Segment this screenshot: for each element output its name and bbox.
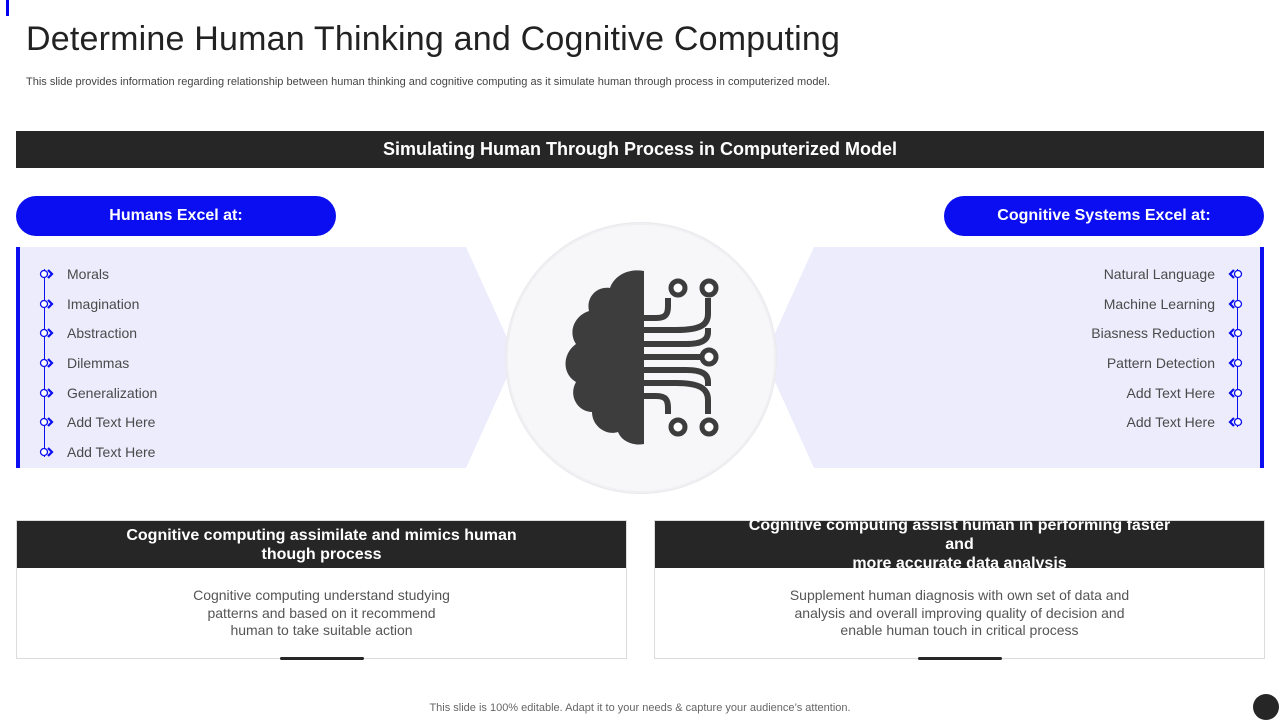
card-body-line: enable human touch in critical process bbox=[840, 622, 1079, 638]
cognitive-excel-heading: Cognitive Systems Excel at: bbox=[944, 196, 1264, 236]
list-item-label: Add Text Here bbox=[67, 414, 156, 431]
chevron-right-icon bbox=[38, 357, 60, 369]
list-item-label: Natural Language bbox=[1103, 265, 1215, 282]
list-item: Dilemmas bbox=[38, 348, 157, 378]
assimilate-card: Cognitive computing assimilate and mimic… bbox=[16, 520, 627, 660]
card-title: Cognitive computing assist human in perf… bbox=[655, 517, 1264, 572]
chevron-left-icon bbox=[1222, 416, 1244, 428]
page-subtitle: This slide provides information regardin… bbox=[26, 76, 831, 88]
card-body-line: Cognitive computing understand studying bbox=[193, 587, 450, 603]
card-title: Cognitive computing assimilate and mimic… bbox=[17, 521, 626, 568]
card-title-line: more accurate data analysis bbox=[852, 555, 1067, 572]
list-item: Machine Learning bbox=[1091, 289, 1244, 319]
list-item: Biasness Reduction bbox=[1091, 318, 1244, 348]
cognitive-list: Natural Language Machine Learning Biasne… bbox=[1091, 259, 1244, 437]
chevron-right-icon bbox=[38, 268, 60, 280]
card-title-line: Cognitive computing assist human in perf… bbox=[748, 517, 1171, 553]
list-item-label: Biasness Reduction bbox=[1091, 325, 1215, 342]
chevron-left-icon bbox=[1222, 387, 1244, 399]
chevron-right-icon bbox=[38, 327, 60, 339]
list-item-label: Add Text Here bbox=[1126, 414, 1215, 431]
corner-dot bbox=[1253, 694, 1279, 720]
card-underline bbox=[279, 657, 364, 660]
chevron-right-icon bbox=[38, 446, 60, 458]
list-item: Pattern Detection bbox=[1091, 348, 1244, 378]
list-item: Add Text Here bbox=[38, 407, 157, 437]
chevron-left-icon bbox=[1222, 327, 1244, 339]
page-title: Determine Human Thinking and Cognitive C… bbox=[26, 20, 841, 58]
card-title-line: Cognitive computing assimilate and mimic… bbox=[126, 526, 517, 544]
list-item: Add Text Here bbox=[1091, 378, 1244, 408]
chevron-left-icon bbox=[1222, 298, 1244, 310]
list-item: Abstraction bbox=[38, 318, 157, 348]
list-item-label: Morals bbox=[67, 265, 110, 282]
list-item-label: Pattern Detection bbox=[1106, 354, 1215, 371]
chevron-left-icon bbox=[1222, 357, 1244, 369]
cognitive-panel bbox=[764, 247, 1264, 468]
assist-card: Cognitive computing assist human in perf… bbox=[654, 517, 1265, 660]
card-body-line: analysis and overall improving quality o… bbox=[794, 604, 1125, 621]
card-body-line: Supplement human diagnosis with own set … bbox=[789, 587, 1130, 603]
list-item-label: Imagination bbox=[67, 295, 140, 312]
list-item: Natural Language bbox=[1091, 259, 1244, 289]
list-item: Add Text Here bbox=[38, 437, 157, 467]
list-item-label: Add Text Here bbox=[1126, 384, 1215, 401]
chevron-right-icon bbox=[38, 387, 60, 399]
card-title-line: though process bbox=[261, 545, 382, 563]
chevron-left-icon bbox=[1222, 268, 1244, 280]
list-item-label: Abstraction bbox=[67, 325, 138, 342]
list-item-label: Machine Learning bbox=[1103, 295, 1215, 312]
chevron-right-icon bbox=[38, 298, 60, 310]
card-underline bbox=[917, 657, 1002, 660]
accent-mark bbox=[6, 0, 9, 16]
list-item-label: Add Text Here bbox=[67, 443, 156, 460]
card-body-line: human to take suitable action bbox=[230, 622, 413, 638]
list-item-label: Dilemmas bbox=[67, 354, 130, 371]
list-item: Imagination bbox=[38, 289, 157, 319]
humans-list: Morals Imagination Abstraction Dilemmas … bbox=[38, 259, 157, 467]
footer-note: This slide is 100% editable. Adapt it to… bbox=[429, 702, 851, 714]
list-item-label: Generalization bbox=[67, 384, 158, 401]
list-item: Generalization bbox=[38, 378, 157, 408]
card-body-line: patterns and based on it recommend bbox=[207, 604, 436, 621]
card-body: Supplement human diagnosis with own set … bbox=[655, 568, 1264, 640]
card-body: Cognitive computing understand studying … bbox=[17, 568, 626, 640]
humans-excel-heading: Humans Excel at: bbox=[16, 196, 336, 236]
banner-heading: Simulating Human Through Process in Comp… bbox=[16, 131, 1264, 168]
list-item: Morals bbox=[38, 259, 157, 289]
chevron-right-icon bbox=[38, 416, 60, 428]
list-item: Add Text Here bbox=[1091, 407, 1244, 437]
humans-panel bbox=[16, 247, 516, 468]
brain-circuit-icon bbox=[556, 266, 726, 456]
